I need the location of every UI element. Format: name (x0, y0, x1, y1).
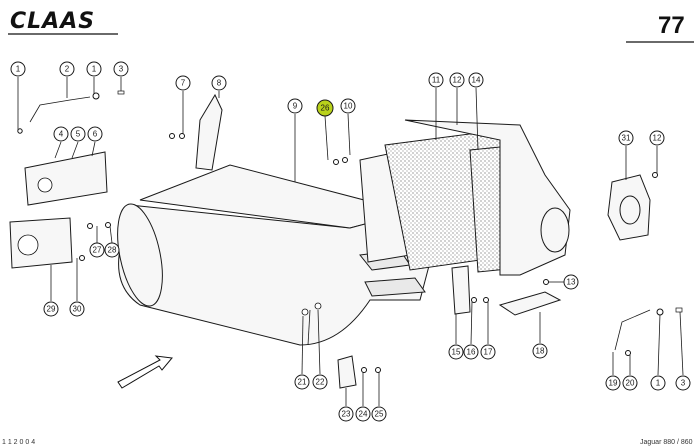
footer-code: 1 1 2 0 0 4 (2, 439, 35, 446)
svg-text:10: 10 (344, 102, 353, 111)
callout-1-bottom-right[interactable]: 1 (650, 375, 666, 391)
pipe-part-19 (614, 309, 651, 351)
svg-text:18: 18 (536, 347, 545, 356)
svg-text:16: 16 (467, 348, 476, 357)
callout-31[interactable]: 31 (618, 130, 634, 146)
svg-text:15: 15 (452, 348, 461, 357)
bracket-part-15 (451, 265, 471, 315)
pipe-part-2 (29, 96, 91, 123)
callout-30[interactable]: 30 (69, 301, 85, 317)
svg-text:14: 14 (472, 76, 481, 85)
callout-2[interactable]: 2 (59, 61, 75, 77)
side-cover-hole (619, 195, 641, 225)
callout-15[interactable]: 15 (448, 344, 464, 360)
callout-10[interactable]: 10 (340, 98, 356, 114)
callout-18[interactable]: 18 (532, 343, 548, 359)
svg-text:29: 29 (47, 305, 56, 314)
page-number: 77 (658, 12, 685, 39)
callout-20[interactable]: 20 (622, 375, 638, 391)
svg-text:1: 1 (16, 65, 21, 74)
callout-3-top[interactable]: 3 (113, 61, 129, 77)
callout-25[interactable]: 25 (371, 406, 387, 422)
callout-3-bottom-right[interactable]: 3 (675, 375, 691, 391)
callout-14[interactable]: 14 (468, 72, 484, 88)
svg-text:26: 26 (321, 104, 330, 113)
callout-9[interactable]: 9 (287, 98, 303, 114)
svg-text:1: 1 (92, 65, 97, 74)
svg-text:6: 6 (93, 130, 98, 139)
fasteners (17, 90, 683, 373)
callout-28[interactable]: 28 (104, 242, 120, 258)
svg-text:28: 28 (108, 246, 117, 255)
callout-19[interactable]: 19 (605, 375, 621, 391)
svg-text:19: 19 (609, 379, 618, 388)
svg-text:20: 20 (626, 379, 635, 388)
callout-21[interactable]: 21 (294, 374, 310, 390)
claas-logo: CLAAS (10, 9, 95, 34)
svg-text:1: 1 (656, 379, 661, 388)
flange-hole-29 (17, 234, 39, 256)
svg-text:24: 24 (359, 410, 368, 419)
cover-cutout (540, 207, 570, 253)
svg-text:25: 25 (375, 410, 384, 419)
callout-17[interactable]: 17 (480, 344, 496, 360)
callout-11[interactable]: 11 (428, 72, 444, 88)
callout-6[interactable]: 6 (87, 126, 103, 142)
plate-part-18 (498, 291, 562, 316)
callout-8[interactable]: 8 (211, 75, 227, 91)
svg-text:12: 12 (653, 134, 662, 143)
callout-1-top-left[interactable]: 1 (10, 61, 26, 77)
footer-model: Jaguar 880 / 860 (640, 439, 693, 446)
svg-text:11: 11 (432, 76, 441, 85)
flange-plate-part-6 (24, 151, 108, 206)
callout-1-top[interactable]: 1 (86, 61, 102, 77)
svg-text:8: 8 (217, 79, 222, 88)
callout-26-highlighted[interactable]: 26 (316, 99, 334, 117)
svg-text:7: 7 (181, 79, 186, 88)
svg-text:22: 22 (316, 378, 325, 387)
callout-12-top[interactable]: 12 (449, 72, 465, 88)
svg-text:9: 9 (293, 102, 298, 111)
svg-text:2: 2 (65, 65, 70, 74)
svg-text:27: 27 (93, 246, 102, 255)
direction-arrow-icon (117, 355, 173, 389)
svg-text:4: 4 (59, 130, 64, 139)
svg-text:23: 23 (342, 410, 351, 419)
outer-cover-part-12 (404, 119, 571, 276)
callout-24[interactable]: 24 (355, 406, 371, 422)
svg-text:5: 5 (76, 130, 81, 139)
callout-group: 1 2 1 3 7 8 9 26 10 11 12 14 31 12 4 5 6 (10, 61, 691, 422)
callout-12-right[interactable]: 12 (649, 130, 665, 146)
svg-text:17: 17 (484, 348, 493, 357)
svg-text:13: 13 (567, 278, 576, 287)
svg-text:3: 3 (681, 379, 686, 388)
bracket-part-23 (337, 355, 357, 389)
flange-hole (37, 177, 53, 193)
flange-plate-part-29 (9, 217, 73, 269)
callout-7[interactable]: 7 (175, 75, 191, 91)
callout-23[interactable]: 23 (338, 406, 354, 422)
callout-27[interactable]: 27 (89, 242, 105, 258)
callout-22[interactable]: 22 (312, 374, 328, 390)
callout-16[interactable]: 16 (463, 344, 479, 360)
svg-text:30: 30 (73, 305, 82, 314)
svg-text:31: 31 (622, 134, 631, 143)
svg-text:3: 3 (119, 65, 124, 74)
callout-29[interactable]: 29 (43, 301, 59, 317)
callout-5[interactable]: 5 (70, 126, 86, 142)
callout-13[interactable]: 13 (563, 274, 579, 290)
callout-4[interactable]: 4 (53, 126, 69, 142)
svg-text:12: 12 (453, 76, 462, 85)
svg-text:21: 21 (298, 378, 307, 387)
bracket-part-8 (195, 93, 223, 171)
